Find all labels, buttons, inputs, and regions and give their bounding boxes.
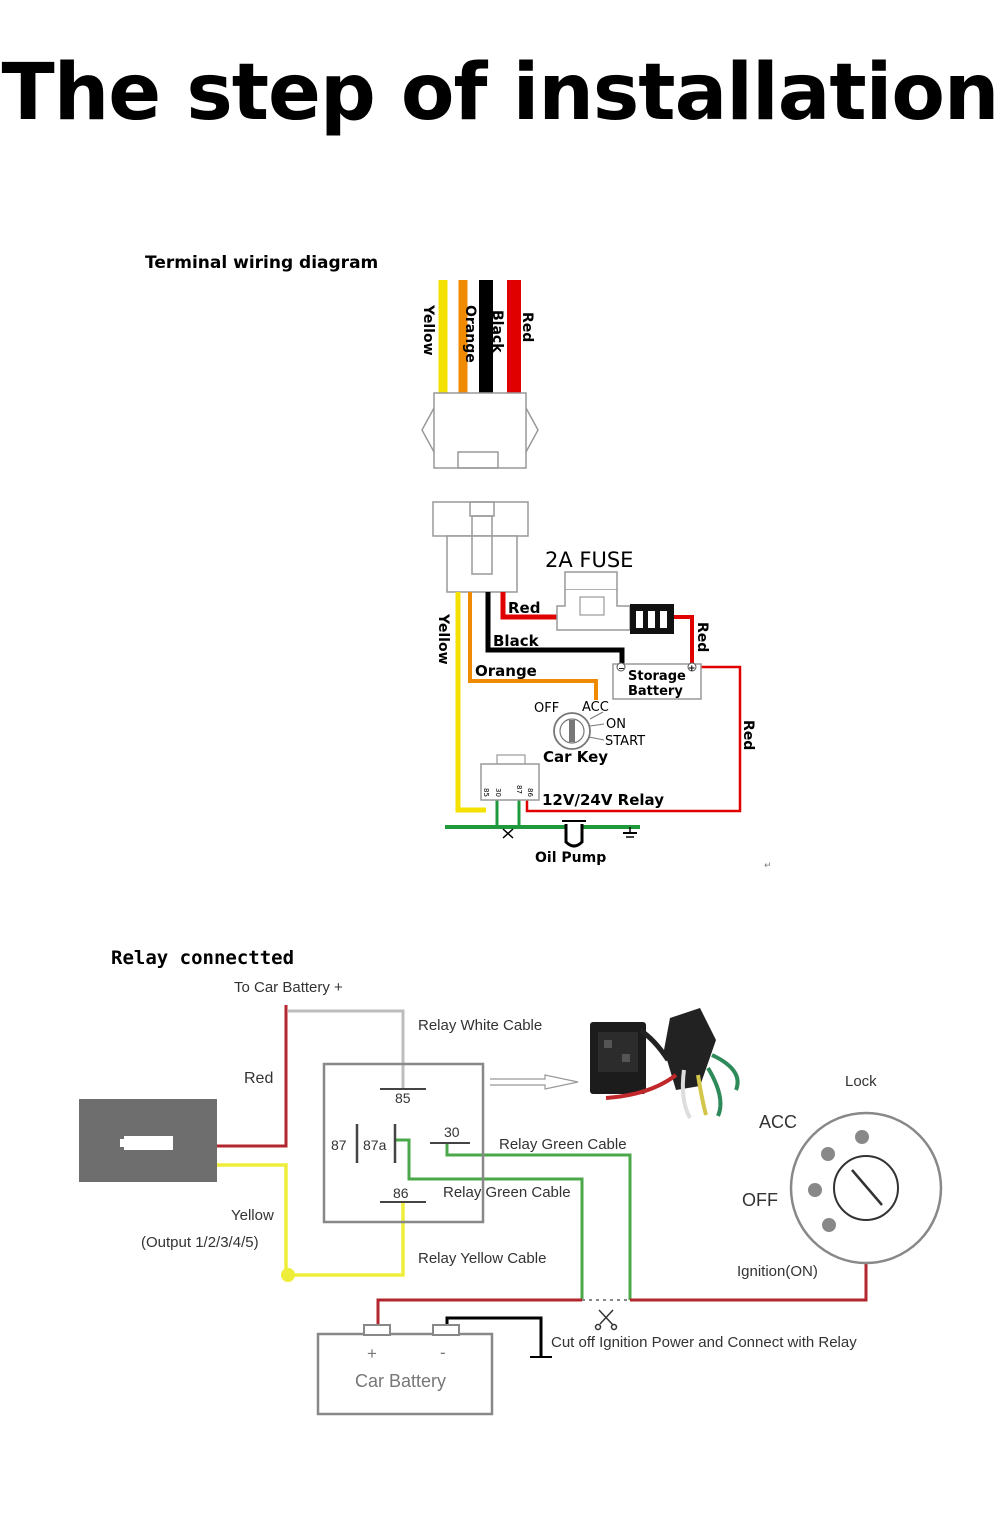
relay-section-heading: Relay connectted bbox=[111, 947, 294, 969]
storage-battery-icon: − + bbox=[612, 662, 702, 700]
relay-pin-86-label: 86 bbox=[393, 1185, 409, 1201]
wire-label-black: Black bbox=[489, 310, 505, 353]
wire-label-red-fuse: Red bbox=[694, 622, 710, 652]
wire-label-red-long: Red bbox=[740, 720, 756, 750]
gps-device-icon bbox=[79, 1099, 217, 1182]
connector-plug-lower bbox=[432, 501, 529, 593]
relay-pin-30-label: 30 bbox=[444, 1124, 460, 1140]
relay-green-cable-label-2: Relay Green Cable bbox=[443, 1184, 571, 1201]
to-car-battery-label: To Car Battery + bbox=[234, 979, 343, 996]
svg-text:+: + bbox=[688, 664, 696, 674]
terminal-wires bbox=[445, 592, 742, 829]
battery-plus-label: + bbox=[367, 1344, 377, 1363]
relay-box bbox=[322, 1062, 485, 1224]
relay-green-cable-label-1: Relay Green Cable bbox=[499, 1136, 627, 1153]
relay-white-cable-label: Relay White Cable bbox=[418, 1017, 542, 1034]
cut-off-label: Cut off Ignition Power and Connect with … bbox=[551, 1334, 857, 1351]
key-off-label: OFF bbox=[534, 701, 559, 716]
scissors-icon bbox=[594, 1309, 618, 1331]
car-key-icon bbox=[553, 711, 605, 750]
oil-pump-icon bbox=[502, 820, 637, 848]
ignition-lock-label: Lock bbox=[845, 1073, 877, 1090]
relay-pin-86: 86 bbox=[526, 788, 534, 797]
wire-label-red: Red bbox=[519, 312, 535, 342]
battery-label-line2: Battery bbox=[628, 684, 683, 699]
battery-label-line1: Storage bbox=[628, 669, 686, 684]
wire-label-yellow-lower: Yellow bbox=[435, 613, 451, 665]
relay-pin-85: 85 bbox=[482, 788, 490, 797]
oil-pump-label: Oil Pump bbox=[535, 850, 606, 866]
svg-text:−: − bbox=[618, 664, 625, 673]
yellow-wire-label: Yellow bbox=[231, 1207, 274, 1224]
wire-label-red-lower: Red bbox=[508, 599, 540, 617]
key-acc-label: ACC bbox=[582, 700, 609, 715]
page-title: The step of installation bbox=[1, 48, 1000, 138]
relay-wires bbox=[217, 1005, 868, 1358]
ignition-switch-icon bbox=[789, 1111, 943, 1265]
connector-top-wires bbox=[438, 280, 521, 395]
ignition-acc-label: ACC bbox=[759, 1112, 797, 1132]
relay-pin-85-label: 85 bbox=[395, 1090, 411, 1106]
wire-label-black-lower: Black bbox=[493, 632, 540, 650]
connector-plug-upper bbox=[421, 392, 539, 469]
wire-label-yellow: Yellow bbox=[420, 304, 436, 356]
relay-pin-87a-label: 87a bbox=[363, 1137, 387, 1153]
relay-label: 12V/24V Relay bbox=[542, 791, 664, 809]
relay-pin-87-label: 87 bbox=[331, 1137, 347, 1153]
key-on-label: ON bbox=[606, 717, 626, 732]
yellow-junction-dot bbox=[281, 1268, 295, 1282]
car-battery-icon bbox=[316, 1324, 494, 1416]
relay-photo-icon bbox=[590, 1008, 740, 1119]
fuse-label: 2A FUSE bbox=[545, 548, 633, 572]
wire-label-orange: Orange bbox=[462, 305, 478, 363]
car-battery-label: Car Battery bbox=[355, 1371, 446, 1391]
relay-yellow-cable-label: Relay Yellow Cable bbox=[418, 1250, 546, 1267]
relay-pin-87: 87 bbox=[515, 785, 523, 794]
car-key-label: Car Key bbox=[543, 748, 608, 766]
relay-icon bbox=[480, 754, 540, 801]
battery-minus-label: - bbox=[440, 1343, 446, 1362]
return-mark-icon: ↵ bbox=[764, 861, 772, 871]
ignition-off-label: OFF bbox=[742, 1190, 778, 1210]
terminal-heading: Terminal wiring diagram bbox=[145, 253, 378, 273]
output-label: (Output 1/2/3/4/5) bbox=[141, 1234, 259, 1251]
relay-pin-30: 30 bbox=[494, 788, 502, 797]
wire-label-orange-lower: Orange bbox=[475, 662, 537, 680]
ignition-on-label: Ignition(ON) bbox=[737, 1263, 818, 1280]
red-wire-label: Red bbox=[244, 1070, 273, 1087]
key-start-label: START bbox=[605, 734, 645, 749]
fuse-icon bbox=[556, 571, 674, 634]
